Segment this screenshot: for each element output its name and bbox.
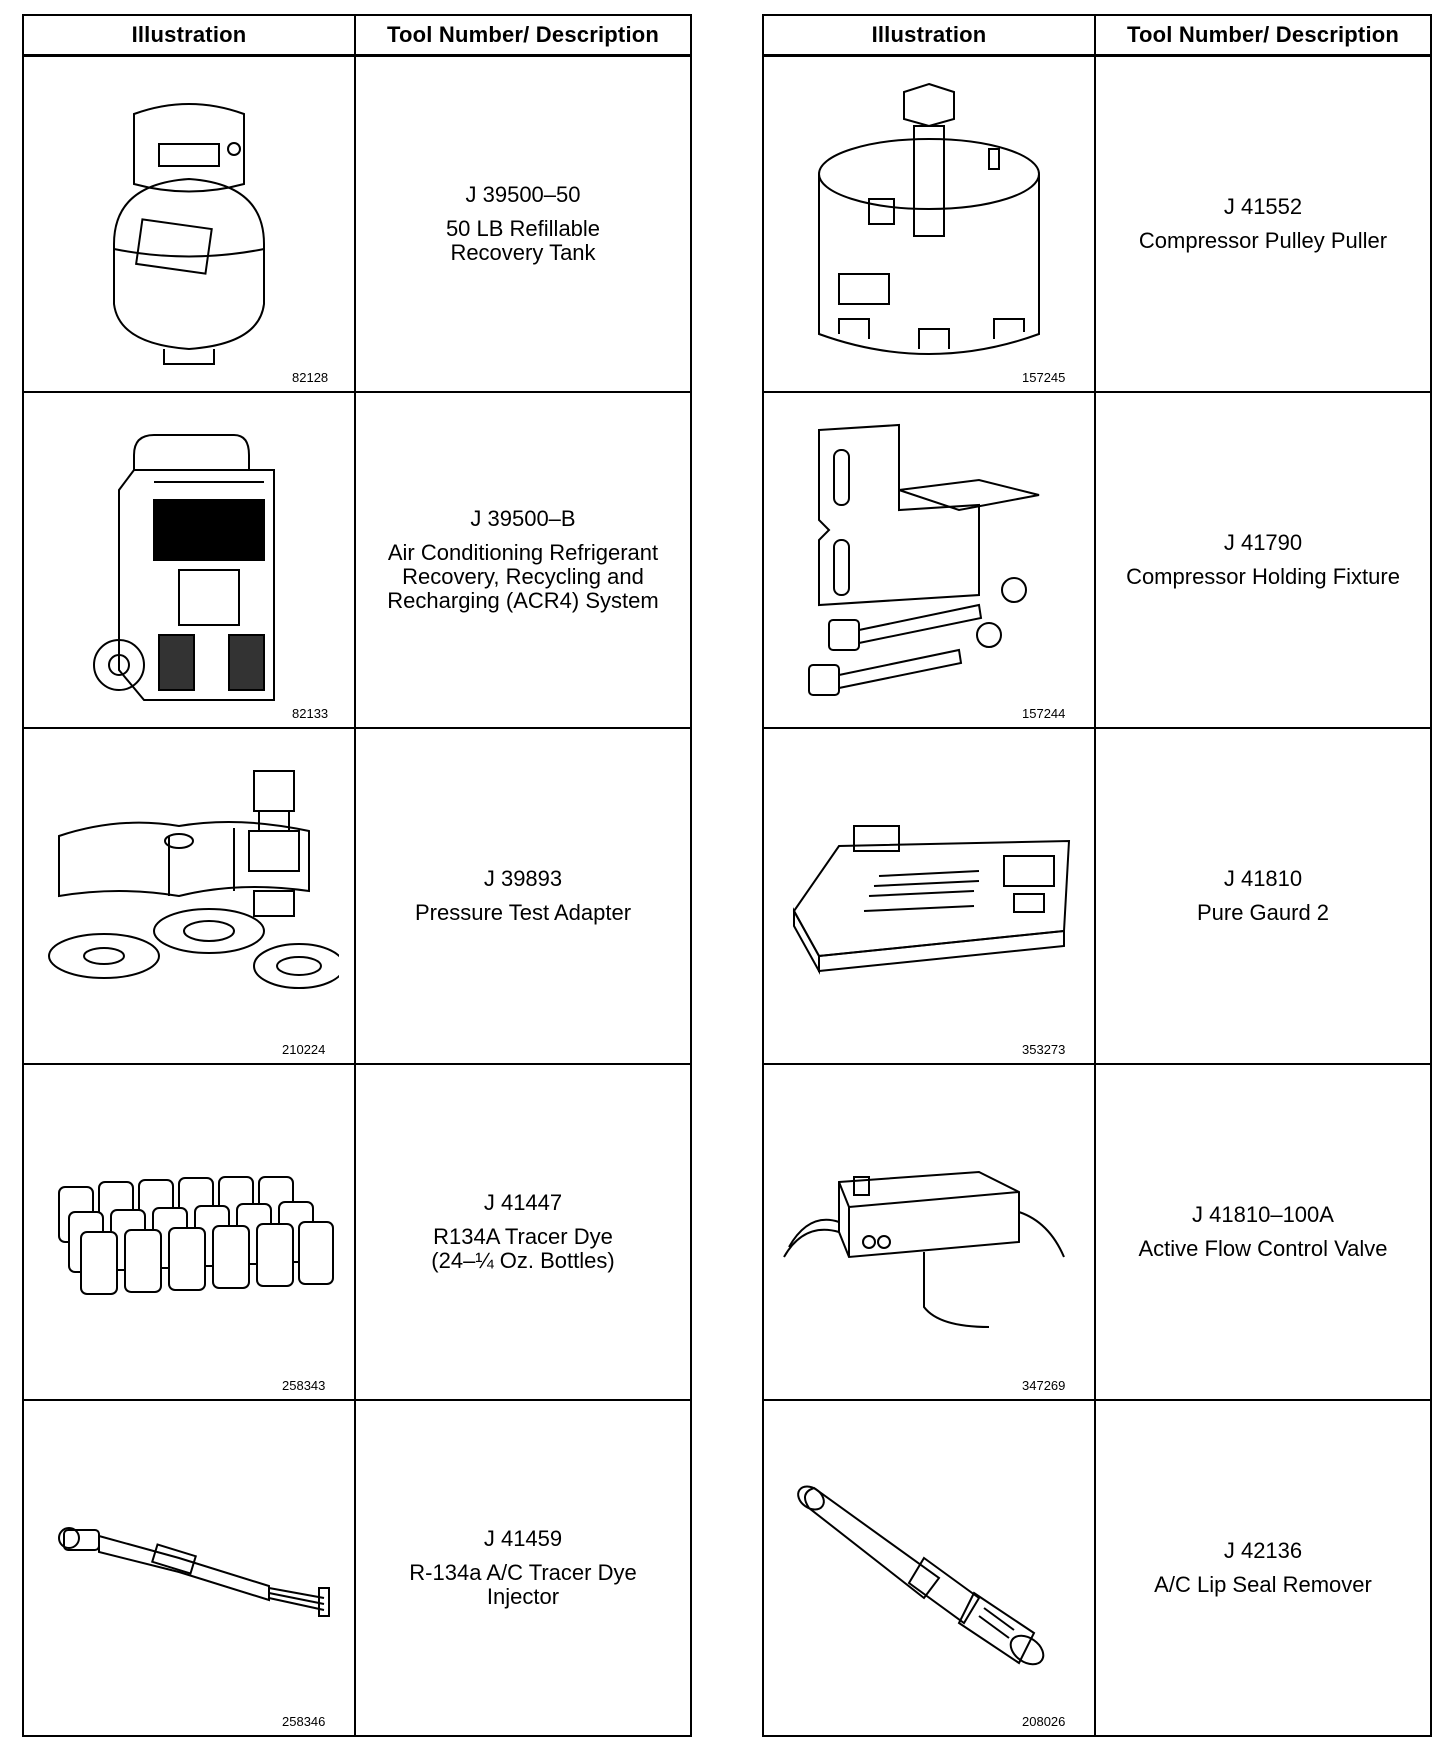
illustration-cell [24,1401,356,1735]
tool-number: J 39500–B [470,506,576,531]
tool-number: J 39893 [483,866,563,891]
figure-number: 157244 [1022,706,1066,721]
figure-number: 82133 [292,706,329,721]
tool-number: J 41810–100A [1192,1202,1334,1227]
table-row: J 41810 Pure Gaurd 2 353273 [764,729,1430,1065]
figure-number: 208026 [1022,1714,1066,1729]
tool-description: Compressor Holding Fixture [1126,564,1400,589]
illustration-cell [24,1065,356,1399]
header-description: Tool Number/ Description [1126,22,1400,47]
header-illustration: Illustration [764,16,1096,54]
header-illustration: Illustration [24,16,356,54]
tool-number: J 41552 [1223,194,1303,219]
tool-number: J 42136 [1223,1538,1303,1563]
description-cell: J 41447 R134A Tracer Dye (24–¼ Oz. Bottl… [356,1065,690,1399]
table-row: J 39500–B Air Conditioning Refrigerant R… [24,393,690,729]
description-cell: J 41552 Compressor Pulley Puller [1096,57,1430,391]
table-row: J 41459 R-134a A/C Tracer Dye Injector 2… [24,1401,690,1735]
table-row: J 41552 Compressor Pulley Puller 157245 [764,57,1430,393]
description-cell: J 41810–100A Active Flow Control Valve [1096,1065,1430,1399]
illustration-cell [764,1401,1096,1735]
tool-description: Air Conditioning Refrigerant Recovery, R… [387,540,659,613]
acr4-machine-icon [93,434,275,701]
illustration-cell [764,393,1096,727]
illustration-cell [764,1065,1096,1399]
dye-injector-icon [58,1527,330,1617]
tool-description: Active Flow Control Valve [1138,1236,1388,1261]
description-cell: J 39893 Pressure Test Adapter [356,729,690,1063]
tool-table-right: Illustration Tool Number/ Description J … [762,14,1432,1737]
tool-table-left: Illustration Tool Number/ Description J … [22,14,692,1737]
tool-description: Pressure Test Adapter [414,900,632,925]
illustration-cell [24,393,356,727]
illustration-cell [764,57,1096,391]
table-header: Illustration Tool Number/ Description [24,16,690,57]
tool-description: R-134a A/C Tracer Dye Injector [409,1560,637,1609]
tool-description: 50 LB Refillable Recovery Tank [445,216,601,265]
table-row: J 42136 A/C Lip Seal Remover 208026 [764,1401,1430,1735]
figure-number: 157245 [1022,370,1066,385]
description-cell: J 41810 Pure Gaurd 2 [1096,729,1430,1063]
tool-number: J 41790 [1223,530,1303,555]
holding-fixture-icon [808,423,1040,696]
tool-number: J 41459 [483,1526,563,1551]
figure-number: 210224 [282,1042,326,1057]
description-cell: J 42136 A/C Lip Seal Remover [1096,1401,1430,1735]
figure-number: 258346 [282,1714,326,1729]
tool-description: Compressor Pulley Puller [1138,228,1388,253]
pressure-adapter-icon [48,770,339,989]
table-row: J 41790 Compressor Holding Fixture 15724… [764,393,1430,729]
flow-valve-icon [783,1170,1065,1328]
recovery-tank-icon [113,103,265,365]
description-cell: J 39500–50 50 LB Refillable Recovery Tan… [356,57,690,391]
tool-description: R134A Tracer Dye (24–¼ Oz. Bottles) [431,1224,615,1273]
tool-description: A/C Lip Seal Remover [1154,1572,1372,1597]
figure-number: 82128 [292,370,329,385]
table-header: Illustration Tool Number/ Description [764,16,1430,57]
tool-description: Pure Gaurd 2 [1196,900,1330,925]
dye-bottles-icon [58,1176,334,1295]
table-row: J 39500–50 50 LB Refillable Recovery Tan… [24,57,690,393]
tool-number: J 39500–50 [465,182,581,207]
illustration-cell [24,57,356,391]
figure-number: 258343 [282,1378,326,1393]
pure-guard-icon [792,825,1071,975]
header-description: Tool Number/ Description [386,22,660,47]
description-cell: J 39500–B Air Conditioning Refrigerant R… [356,393,690,727]
illustration-cell [24,729,356,1063]
tool-number: J 41810 [1223,866,1303,891]
seal-remover-icon [797,1485,1045,1666]
tool-number: J 41447 [483,1190,563,1215]
table-row: J 39893 Pressure Test Adapter 210224 [24,729,690,1065]
table-row: J 41447 R134A Tracer Dye (24–¼ Oz. Bottl… [24,1065,690,1401]
table-row: J 41810–100A Active Flow Control Valve 3… [764,1065,1430,1401]
description-cell: J 41459 R-134a A/C Tracer Dye Injector [356,1401,690,1735]
figure-number: 353273 [1022,1042,1066,1057]
illustration-cell [764,729,1096,1063]
description-cell: J 41790 Compressor Holding Fixture [1096,393,1430,727]
figure-number: 347269 [1022,1378,1066,1393]
pulley-puller-icon [818,82,1040,355]
